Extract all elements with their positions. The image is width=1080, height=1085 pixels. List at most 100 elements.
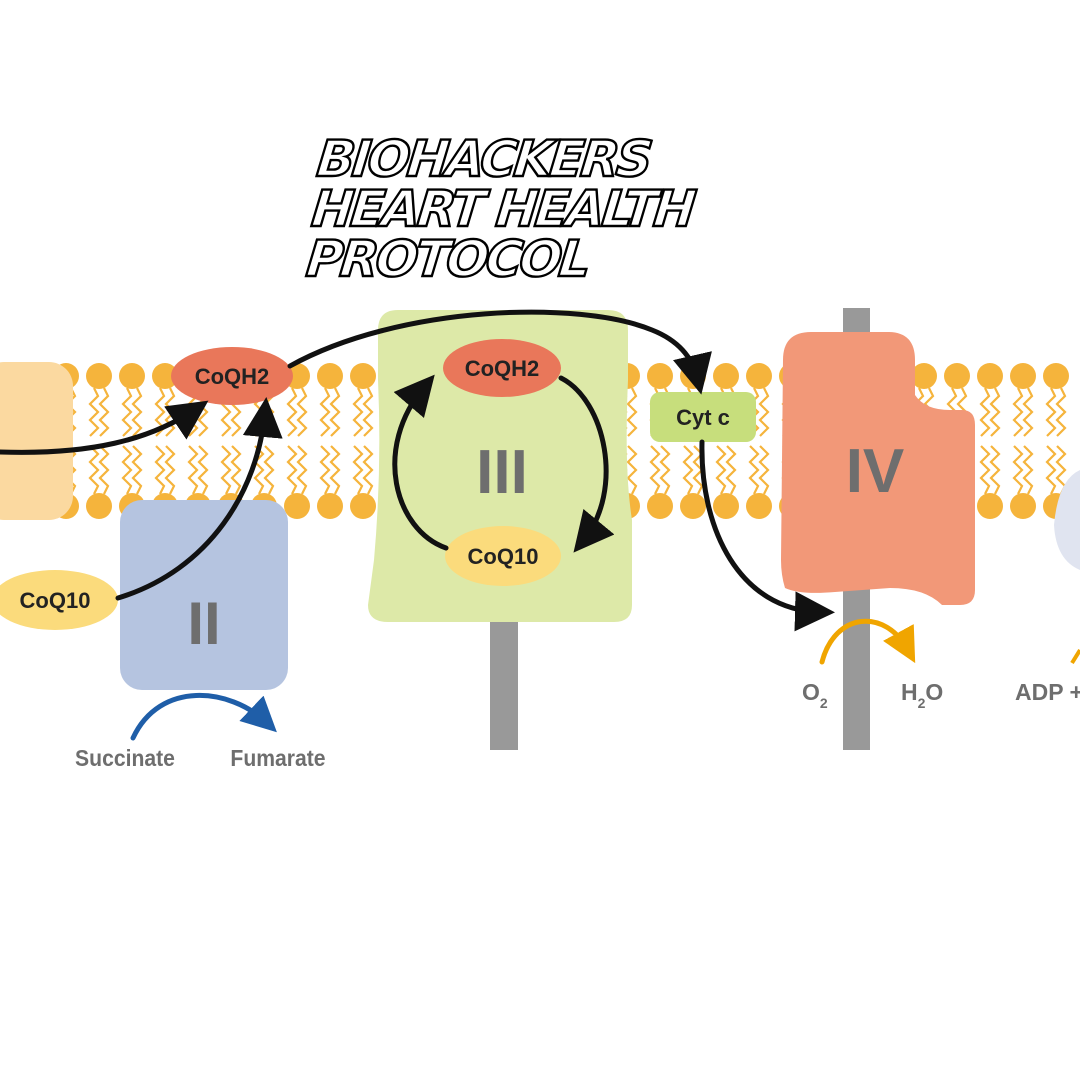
lipid-tail — [154, 445, 166, 495]
lipid-tail — [329, 445, 341, 495]
lipid-tail — [1012, 445, 1024, 495]
lipid-head — [944, 363, 970, 389]
lipid-tail — [979, 387, 991, 437]
lipid-tail — [626, 387, 638, 437]
lipid-tail — [98, 445, 110, 495]
lipid-tail — [748, 445, 760, 495]
coqh2-complex3-bubble — [443, 339, 561, 397]
lipid-tail — [352, 445, 364, 495]
lipid-tail — [626, 445, 638, 495]
lipid-tail — [319, 387, 331, 437]
lipid-tail — [121, 387, 133, 437]
lipid-head — [647, 363, 673, 389]
lipid-tail — [296, 445, 308, 495]
coqh2-left-label: CoQH2 — [195, 364, 270, 389]
succinate-to-fumarate-arrow — [130, 693, 277, 741]
lipid-head — [1010, 363, 1036, 389]
complex-v-shape — [1054, 470, 1080, 570]
cyt-c-label: Cyt c — [676, 405, 730, 430]
lipid-tail — [253, 445, 265, 495]
coq10-left-label: CoQ10 — [20, 588, 91, 613]
lipid-tail — [296, 387, 308, 437]
lipid-tail — [65, 445, 77, 495]
complex-ii-shape — [120, 500, 288, 690]
complex-iv-label: IV — [846, 437, 905, 506]
page-title: BIOHACKERS HEART HEALTH PROTOCOL — [302, 129, 700, 289]
lipid-tail — [1012, 387, 1024, 437]
lipid-tail — [682, 445, 694, 495]
arrow-coq10-to-coqh2 — [115, 397, 283, 601]
arrow-coqh2-to-cyt-c — [287, 309, 712, 395]
complex-i-shape — [0, 362, 73, 520]
lipid-tail — [758, 445, 770, 495]
lipid-tail — [88, 387, 100, 437]
lipid-head — [350, 363, 376, 389]
lipid-head — [1010, 493, 1036, 519]
lipid-tail — [362, 387, 374, 437]
lipid-tail — [1055, 387, 1067, 437]
oxygen-to-water-arrow — [819, 618, 916, 665]
adp-label: ADP + — [1015, 679, 1080, 705]
fumarate-label: Fumarate — [230, 745, 325, 771]
lipid-tail — [197, 445, 209, 495]
lipid-tail — [98, 387, 110, 437]
lipid-head — [284, 493, 310, 519]
lipid-tail — [121, 445, 133, 495]
lipid-head — [977, 493, 1003, 519]
title-line-3: PROTOCOL — [302, 229, 592, 289]
lipid-tail — [230, 445, 242, 495]
lipid-tail — [1045, 387, 1057, 437]
coq10-complex3-bubble — [445, 526, 561, 586]
lipid-head — [911, 363, 937, 389]
lipid-tail — [1022, 445, 1034, 495]
lipid-tail — [979, 445, 991, 495]
coq10-left-bubble — [0, 570, 118, 630]
lipid-head — [746, 363, 772, 389]
lipid-head — [1043, 363, 1069, 389]
arrow-q-cycle-right — [558, 375, 615, 553]
electron-flow-arrows — [0, 309, 835, 632]
lipid-head — [317, 493, 343, 519]
lipid-tail — [1045, 445, 1057, 495]
lipid-tail — [286, 387, 298, 437]
arrow-complex1-to-coqh2 — [0, 400, 209, 455]
lipid-tail — [220, 445, 232, 495]
oxygen-label: O2 — [802, 679, 828, 711]
complex-ii-label: II — [187, 590, 220, 657]
lipid-tail — [748, 387, 760, 437]
lipid-tail — [649, 445, 661, 495]
lipid-tail — [263, 445, 275, 495]
lipid-tail — [758, 387, 770, 437]
coqh2-complex3-label: CoQH2 — [465, 356, 540, 381]
lipid-tail — [131, 445, 143, 495]
lipid-tail — [187, 445, 199, 495]
complex-iv-shape — [781, 332, 975, 605]
coq10-complex3-label: CoQ10 — [468, 544, 539, 569]
lipid-tail — [352, 387, 364, 437]
lipid-head — [152, 363, 178, 389]
lipid-tail — [1022, 387, 1034, 437]
coqh2-left-bubble — [171, 347, 293, 405]
lipid-head — [350, 493, 376, 519]
lipid-tail — [362, 445, 374, 495]
lipid-head — [713, 363, 739, 389]
complex-iii-label: III — [476, 438, 528, 507]
lipid-head — [977, 363, 1003, 389]
lipid-head — [317, 363, 343, 389]
lipid-head — [119, 363, 145, 389]
lipid-head — [680, 493, 706, 519]
lipid-tail — [725, 445, 737, 495]
lipid-head — [647, 493, 673, 519]
lipid-tail — [989, 445, 1001, 495]
lipid-head — [746, 493, 772, 519]
adp-arrow-fragment — [1070, 648, 1080, 665]
title-line-2: HEART HEALTH — [308, 179, 697, 239]
lipid-tail — [715, 445, 727, 495]
lipid-tail — [164, 387, 176, 437]
lipid-tail — [286, 445, 298, 495]
lipid-head — [713, 493, 739, 519]
lipid-head — [86, 493, 112, 519]
cyt-c-box — [650, 392, 756, 442]
